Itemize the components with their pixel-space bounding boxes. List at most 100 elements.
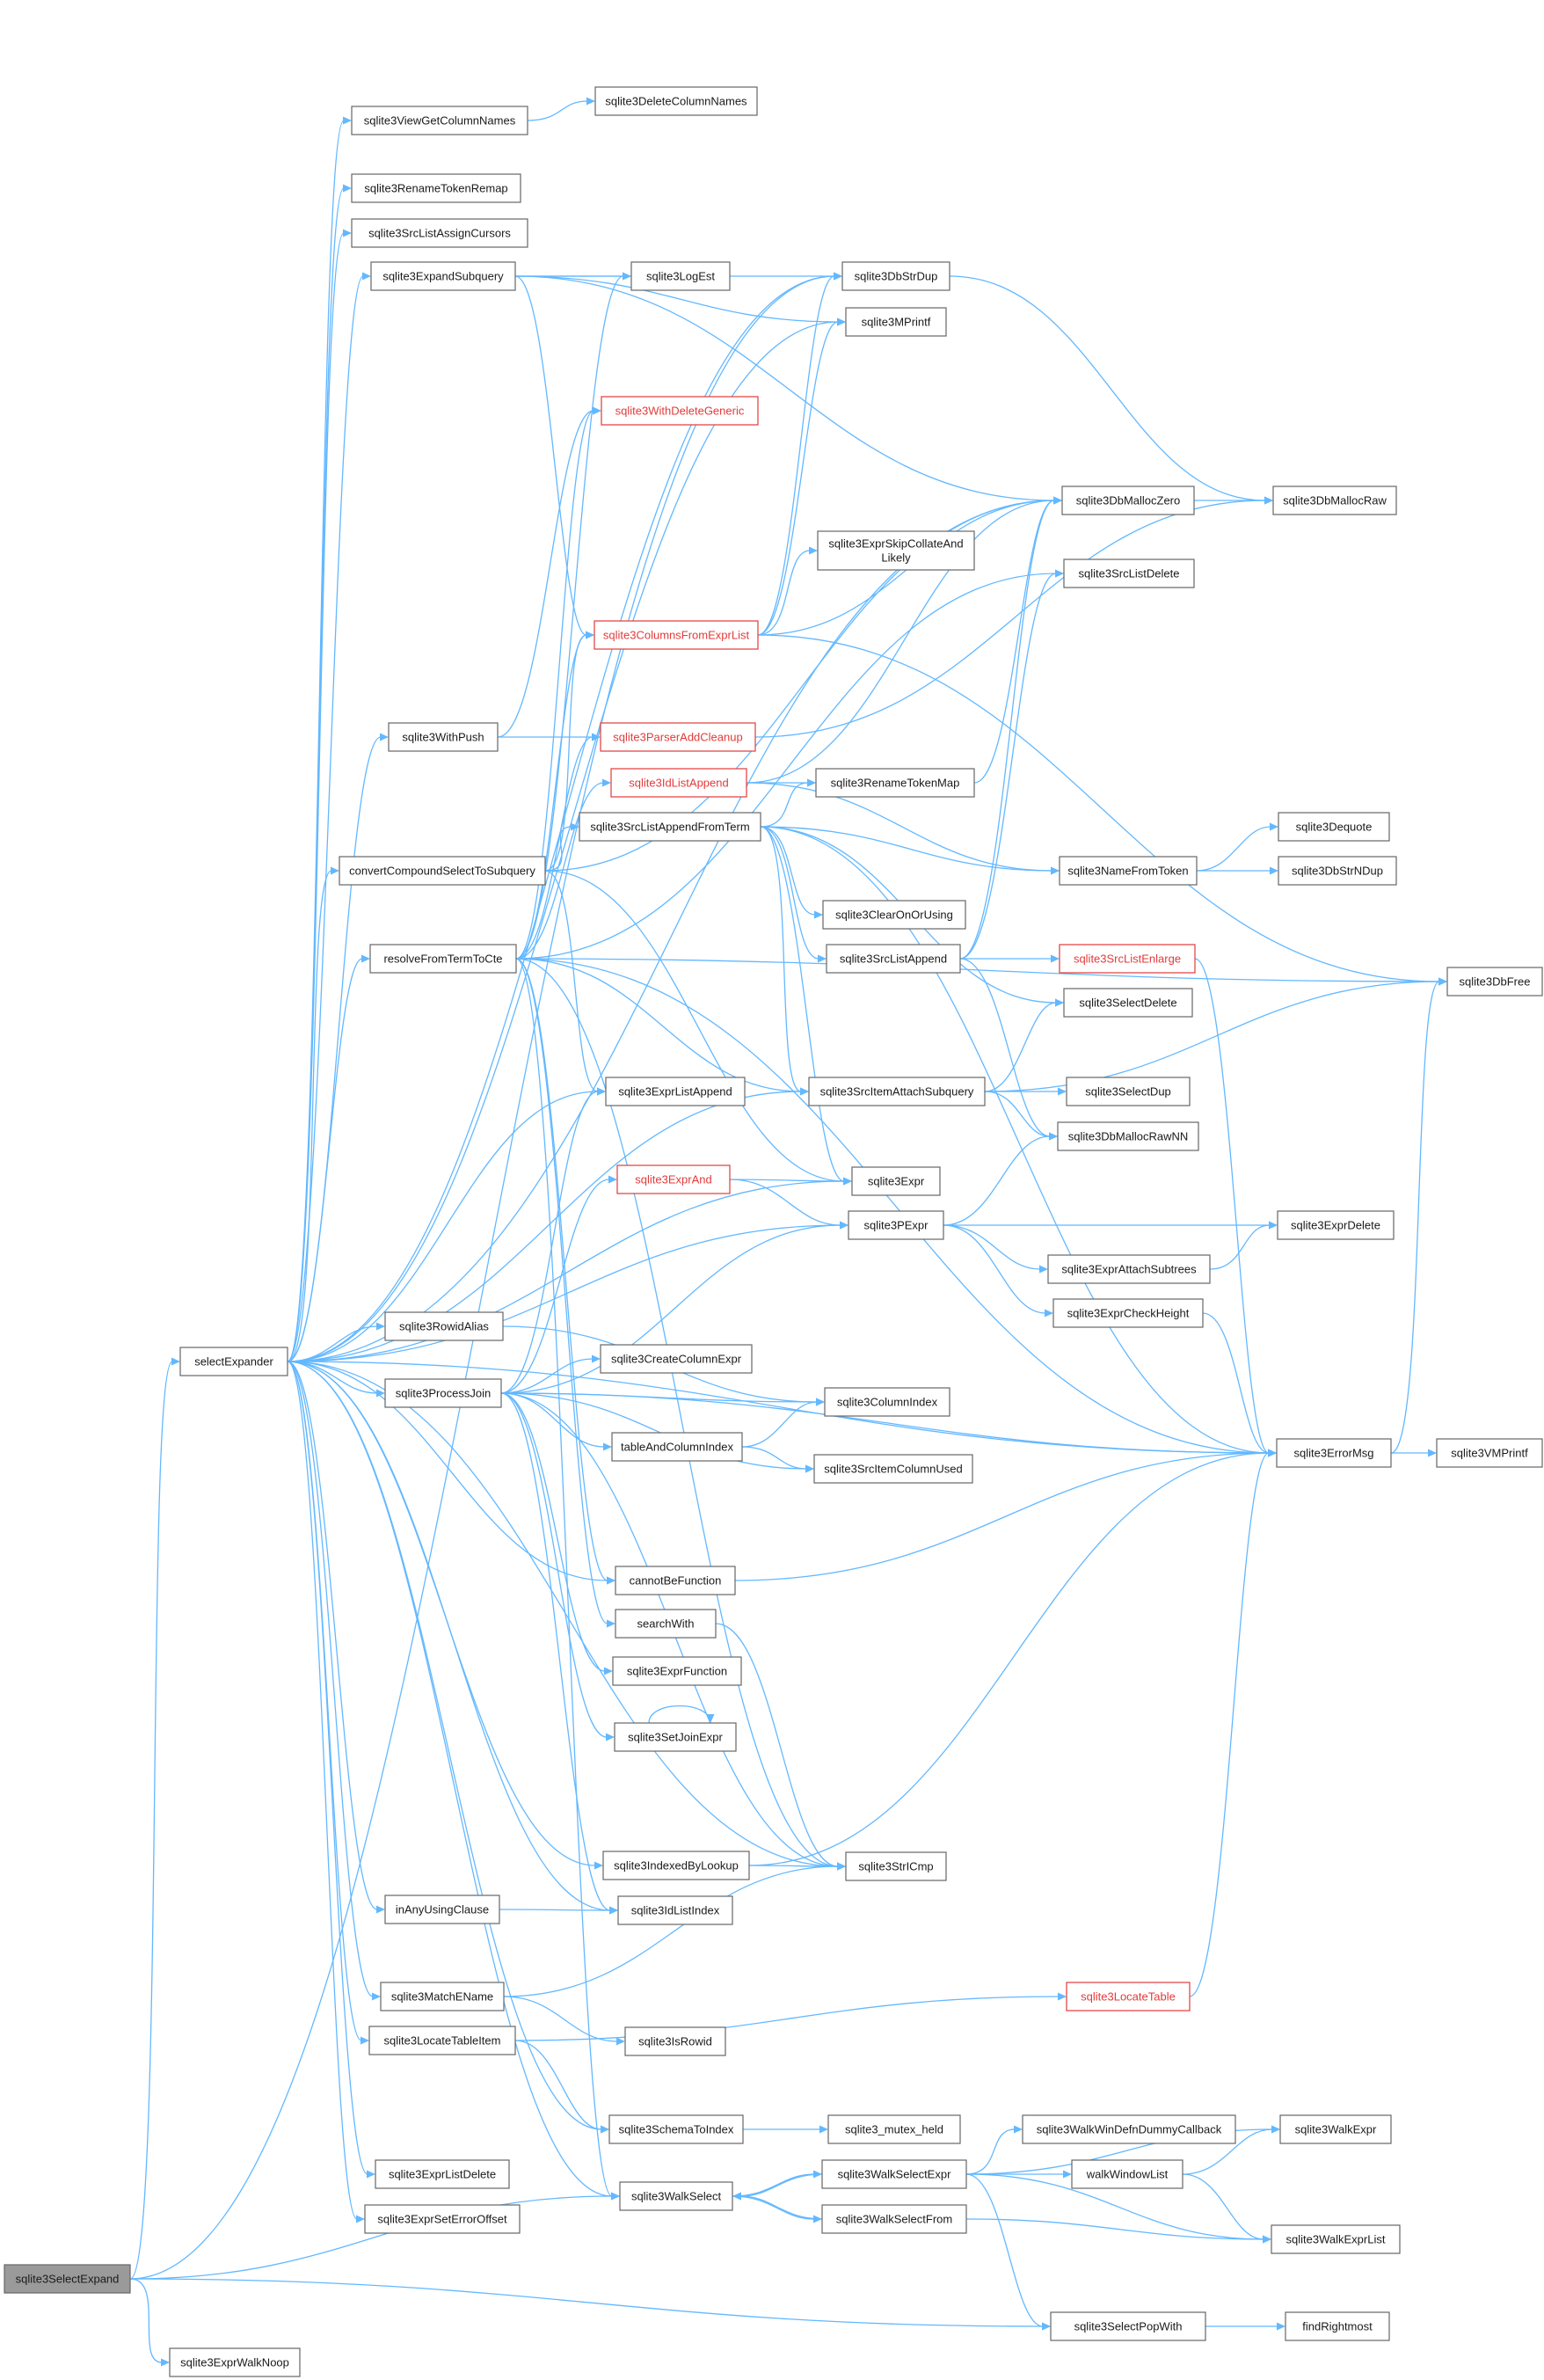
node-inAnyUsingClause[interactable]: inAnyUsingClause bbox=[384, 1895, 500, 1924]
node-sqlite3WalkSelectFrom[interactable]: sqlite3WalkSelectFrom bbox=[821, 2204, 967, 2234]
node-sqlite3ExprFunction[interactable]: sqlite3ExprFunction bbox=[612, 1656, 742, 1686]
node-sqlite3SelectDelete[interactable]: sqlite3SelectDelete bbox=[1063, 988, 1193, 1018]
node-sqlite3ExprCheckHeight[interactable]: sqlite3ExprCheckHeight bbox=[1052, 1298, 1204, 1328]
node-tableAndColumnIndex[interactable]: tableAndColumnIndex bbox=[611, 1432, 743, 1462]
node-label: sqlite3SrcListDelete bbox=[1079, 567, 1180, 580]
node-sqlite3RenameTokenMap[interactable]: sqlite3RenameTokenMap bbox=[815, 768, 975, 798]
edge-cannotBeFunction-to-sqlite3ErrorMsg bbox=[734, 1452, 1270, 1581]
edge-arrowhead bbox=[1271, 2125, 1280, 2134]
node-sqlite3SrcItemColumnUsed[interactable]: sqlite3SrcItemColumnUsed bbox=[813, 1454, 973, 1484]
node-sqlite3NameFromToken[interactable]: sqlite3NameFromToken bbox=[1059, 856, 1198, 886]
node-sqlite3WalkSelectExpr[interactable]: sqlite3WalkSelectExpr bbox=[821, 2159, 967, 2189]
edge-arrowhead bbox=[1270, 866, 1278, 875]
edge-sqlite3ViewGetColumnNames-to-sqlite3DeleteColumnNames bbox=[527, 100, 588, 121]
node-sqlite3ColumnsFromExprList[interactable]: sqlite3ColumnsFromExprList bbox=[594, 620, 759, 650]
node-label: sqlite3IdListIndex bbox=[631, 1904, 720, 1917]
edge-arrowhead bbox=[1049, 1132, 1058, 1141]
node-sqlite3DbFree[interactable]: sqlite3DbFree bbox=[1446, 967, 1543, 997]
edge-sqlite3SrcItemAttachSubquery-to-sqlite3SelectDelete bbox=[984, 1002, 1057, 1092]
node-box bbox=[375, 2159, 510, 2189]
node-walkWindowList[interactable]: walkWindowList bbox=[1071, 2159, 1183, 2189]
node-sqlite3WalkExprList[interactable]: sqlite3WalkExprList bbox=[1271, 2224, 1401, 2254]
node-sqlite3ColumnIndex[interactable]: sqlite3ColumnIndex bbox=[824, 1387, 950, 1417]
node-sqlite3ViewGetColumnNames[interactable]: sqlite3ViewGetColumnNames bbox=[351, 106, 528, 135]
node-sqlite3IdListAppend[interactable]: sqlite3IdListAppend bbox=[610, 768, 747, 798]
node-label: searchWith bbox=[637, 1617, 694, 1631]
node-sqlite3ExprWalkNoop[interactable]: sqlite3ExprWalkNoop bbox=[169, 2347, 301, 2377]
node-sqlite3LocateTable[interactable]: sqlite3LocateTable bbox=[1066, 1982, 1191, 2011]
node-sqlite3StrICmp[interactable]: sqlite3StrICmp bbox=[845, 1851, 947, 1881]
node-sqlite3SelectDup[interactable]: sqlite3SelectDup bbox=[1066, 1077, 1191, 1106]
edge-arrowhead bbox=[367, 2170, 375, 2179]
node-sqlite3SetJoinExpr[interactable]: sqlite3SetJoinExpr bbox=[614, 1722, 737, 1752]
node-sqlite3RowidAlias[interactable]: sqlite3RowidAlias bbox=[384, 1311, 504, 1341]
node-sqlite3WithPush[interactable]: sqlite3WithPush bbox=[388, 722, 499, 752]
node-sqlite3ProcessJoin[interactable]: sqlite3ProcessJoin bbox=[384, 1378, 502, 1408]
edge-selectExpander-to-sqlite3ExprListDelete bbox=[287, 1361, 368, 2175]
node-sqlite3ParserAddCleanup[interactable]: sqlite3ParserAddCleanup bbox=[600, 722, 756, 752]
edge-arrowhead bbox=[343, 184, 352, 193]
node-sqlite3DbStrDup[interactable]: sqlite3DbStrDup bbox=[841, 261, 950, 291]
node-sqlite3Expr[interactable]: sqlite3Expr bbox=[851, 1166, 941, 1196]
node-sqlite3SrcListAppendFromTerm[interactable]: sqlite3SrcListAppendFromTerm bbox=[579, 812, 761, 842]
node-findRightmost[interactable]: findRightmost bbox=[1285, 2311, 1390, 2341]
node-label: sqlite3WithDeleteGeneric bbox=[615, 405, 745, 418]
edge-sqlite3ProcessJoin-to-sqlite3ExprListAppend bbox=[500, 1091, 599, 1394]
node-label: sqlite3ProcessJoin bbox=[396, 1387, 491, 1400]
edge-resolveFromTermToCte-to-sqlite3WalkSelect bbox=[515, 958, 613, 2197]
node-sqlite3MatchEName[interactable]: sqlite3MatchEName bbox=[380, 1982, 505, 2011]
edge-sqlite3LocateTableItem-to-sqlite3SchemaToIndex bbox=[514, 2040, 602, 2130]
node-box bbox=[616, 1164, 731, 1194]
node-searchWith[interactable]: searchWith bbox=[615, 1609, 717, 1639]
node-sqlite3IndexedByLookup[interactable]: sqlite3IndexedByLookup bbox=[602, 1851, 750, 1880]
node-sqlite3Dequote[interactable]: sqlite3Dequote bbox=[1278, 812, 1390, 842]
node-sqlite3RenameTokenRemap[interactable]: sqlite3RenameTokenRemap bbox=[351, 173, 521, 203]
node-label: sqlite3ColumnIndex bbox=[837, 1396, 938, 1409]
node-resolveFromTermToCte[interactable]: resolveFromTermToCte bbox=[369, 944, 517, 974]
node-sqlite3LogEst[interactable]: sqlite3LogEst bbox=[630, 261, 731, 291]
node-sqlite3SchemaToIndex[interactable]: sqlite3SchemaToIndex bbox=[608, 2114, 744, 2144]
node-sqlite3ExprDelete[interactable]: sqlite3ExprDelete bbox=[1277, 1210, 1395, 1240]
edge-arrowhead bbox=[1051, 954, 1060, 963]
node-sqlite3WalkExpr[interactable]: sqlite3WalkExpr bbox=[1279, 2114, 1392, 2144]
edge-arrowhead bbox=[1438, 977, 1447, 986]
edge-sqlite3ProcessJoin-to-sqlite3SetJoinExpr bbox=[500, 1392, 608, 1738]
node-sqlite3SelectExpand[interactable]: sqlite3SelectExpand bbox=[4, 2264, 131, 2294]
node-sqlite3ExprAttachSubtrees[interactable]: sqlite3ExprAttachSubtrees bbox=[1047, 1254, 1211, 1284]
node-sqlite3ExprAnd[interactable]: sqlite3ExprAnd bbox=[616, 1164, 731, 1194]
node-sqlite3SelectPopWith[interactable]: sqlite3SelectPopWith bbox=[1050, 2311, 1206, 2341]
node-sqlite3SrcListDelete[interactable]: sqlite3SrcListDelete bbox=[1063, 558, 1195, 588]
node-sqlite3DeleteColumnNames[interactable]: sqlite3DeleteColumnNames bbox=[594, 86, 758, 116]
node-sqlite3IsRowid[interactable]: sqlite3IsRowid bbox=[624, 2026, 726, 2056]
node-sqlite3SrcListAssignCursors[interactable]: sqlite3SrcListAssignCursors bbox=[351, 218, 528, 248]
node-convertCompoundSelectToSubquery[interactable]: convertCompoundSelectToSubquery bbox=[339, 856, 546, 886]
node-sqlite3CreateColumnExpr[interactable]: sqlite3CreateColumnExpr bbox=[600, 1344, 753, 1374]
node-sqlite3SrcListEnlarge[interactable]: sqlite3SrcListEnlarge bbox=[1059, 944, 1196, 974]
node-sqlite3DbMallocRawNN[interactable]: sqlite3DbMallocRawNN bbox=[1057, 1121, 1199, 1151]
node-sqlite3SrcListAppend[interactable]: sqlite3SrcListAppend bbox=[826, 944, 961, 974]
node-sqlite3VMPrintf[interactable]: sqlite3VMPrintf bbox=[1436, 1438, 1543, 1468]
node-sqlite3WithDeleteGeneric[interactable]: sqlite3WithDeleteGeneric bbox=[601, 396, 759, 426]
node-sqlite3ExprSetErrorOffset[interactable]: sqlite3ExprSetErrorOffset bbox=[364, 2204, 521, 2234]
node-sqlite3ExpandSubquery[interactable]: sqlite3ExpandSubquery bbox=[370, 261, 516, 291]
node-sqlite3ErrorMsg[interactable]: sqlite3ErrorMsg bbox=[1276, 1438, 1392, 1468]
node-sqlite3DbStrNDup[interactable]: sqlite3DbStrNDup bbox=[1278, 856, 1397, 886]
node-sqlite3MPrintf[interactable]: sqlite3MPrintf bbox=[845, 307, 947, 337]
edge-sqlite3SelectExpand-to-sqlite3DbStrDup bbox=[129, 275, 835, 2280]
node-sqlite3ExprListDelete[interactable]: sqlite3ExprListDelete bbox=[375, 2159, 510, 2189]
node-sqlite3DbMallocRaw[interactable]: sqlite3DbMallocRaw bbox=[1272, 485, 1397, 515]
node-sqlite3WalkWinDefnDummyCallback[interactable]: sqlite3WalkWinDefnDummyCallback bbox=[1022, 2114, 1236, 2144]
node-sqlite3ClearOnOrUsing[interactable]: sqlite3ClearOnOrUsing bbox=[822, 900, 966, 930]
node-selectExpander[interactable]: selectExpander bbox=[179, 1347, 288, 1376]
node-sqlite3PExpr[interactable]: sqlite3PExpr bbox=[848, 1210, 944, 1240]
node-sqlite3LocateTableItem[interactable]: sqlite3LocateTableItem bbox=[368, 2026, 516, 2055]
node-sqlite3WalkSelect[interactable]: sqlite3WalkSelect bbox=[619, 2181, 733, 2211]
node-sqlite3DbMallocZero[interactable]: sqlite3DbMallocZero bbox=[1061, 485, 1195, 515]
node-label: sqlite3SchemaToIndex bbox=[619, 2123, 734, 2136]
node-sqlite3SrcItemAttachSubquery[interactable]: sqlite3SrcItemAttachSubquery bbox=[808, 1077, 986, 1106]
node-sqlite3ExprListAppend[interactable]: sqlite3ExprListAppend bbox=[605, 1077, 746, 1106]
node-sqlite3IdListIndex[interactable]: sqlite3IdListIndex bbox=[617, 1895, 733, 1925]
node-cannotBeFunction[interactable]: cannotBeFunction bbox=[615, 1566, 736, 1595]
node-sqlite3_mutex_held[interactable]: sqlite3_mutex_held bbox=[827, 2114, 961, 2144]
